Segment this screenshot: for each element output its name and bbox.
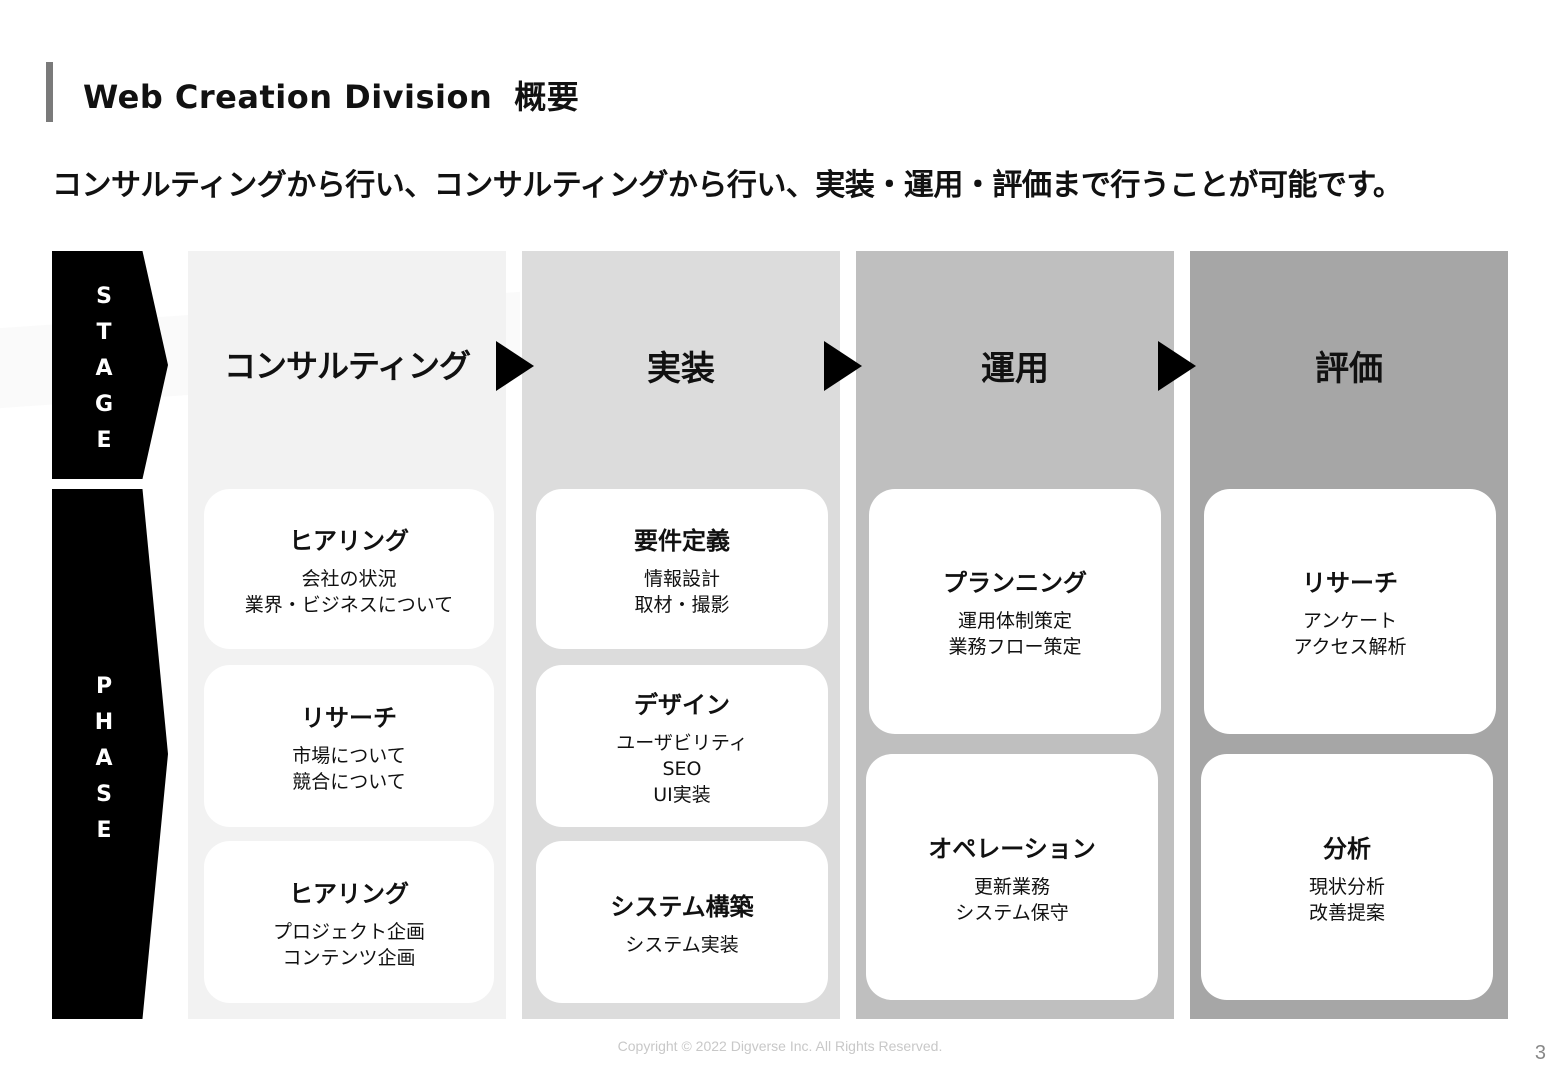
phase-letter: E <box>96 818 112 843</box>
copyright-footer: Copyright © 2022 Digverse Inc. All Right… <box>617 1038 943 1054</box>
stage-column-implementation: 実装 要件定義 情報設計 取材・撮影 デザイン ユーザビリティ SEO UI実装… <box>522 251 840 1019</box>
stage-title: 実装 <box>647 349 715 389</box>
title-accent-bar <box>46 62 53 122</box>
page-subtitle: コンサルティングから行い、コンサルティングから行い、実装・運用・評価まで行うこと… <box>52 168 1403 203</box>
page-title-jp: 概要 <box>514 78 580 116</box>
card-heading: オペレーション <box>928 834 1096 863</box>
phase-letter: P <box>95 674 113 699</box>
card-heading: 分析 <box>1323 834 1371 863</box>
card-heading: デザイン <box>634 690 730 719</box>
card-line: 業務フロー策定 <box>948 636 1082 658</box>
phase-card: オペレーション 更新業務 システム保守 <box>866 754 1158 1000</box>
card-line: プロジェクト企画 <box>272 920 425 943</box>
stage-title: 評価 <box>1315 349 1383 389</box>
arrow-right-icon <box>496 341 534 391</box>
card-line: 改善提案 <box>1308 901 1385 924</box>
page-title-en: Web Creation Division <box>83 78 493 116</box>
stage-label: S T A G E <box>52 251 168 479</box>
phase-card: プランニング 運用体制策定 業務フロー策定 <box>869 489 1161 734</box>
arrow-right-icon <box>1158 341 1196 391</box>
card-line: システム実装 <box>625 933 739 956</box>
phase-card: システム構築 システム実装 <box>536 841 828 1003</box>
phase-card: 分析 現状分析 改善提案 <box>1201 754 1493 1000</box>
arrow-right-icon <box>824 341 862 391</box>
phase-card: ヒアリング 会社の状況 業界・ビジネスについて <box>204 489 494 649</box>
stage-letter: A <box>95 356 113 381</box>
phase-letter: S <box>96 782 112 807</box>
card-line: システム保守 <box>955 901 1069 924</box>
card-line: 業界・ビジネスについて <box>244 593 454 616</box>
card-line: 情報設計 <box>643 567 720 590</box>
stage-column-consulting: コンサルティング ヒアリング 会社の状況 業界・ビジネスについて リサーチ 市場… <box>188 251 506 1019</box>
card-heading: 要件定義 <box>634 526 730 555</box>
card-line: 取材・撮影 <box>634 593 730 616</box>
card-line: アクセス解析 <box>1293 636 1407 658</box>
card-line: 現状分析 <box>1308 875 1385 898</box>
stage-column-evaluation: 評価 リサーチ アンケート アクセス解析 分析 現状分析 改善提案 <box>1190 251 1508 1019</box>
stage-letter: T <box>96 320 112 345</box>
stage-title: 運用 <box>981 349 1049 389</box>
card-heading: システム構築 <box>610 892 754 921</box>
stage-letter: G <box>94 392 114 417</box>
card-heading: ヒアリング <box>289 879 409 908</box>
card-heading: リサーチ <box>301 703 397 732</box>
stage-letter: S <box>96 284 112 309</box>
page-title: Web Creation Division 概要 <box>83 72 579 118</box>
stage-title: コンサルティング <box>223 347 471 385</box>
card-line: UI実装 <box>653 783 711 806</box>
phase-card: リサーチ アンケート アクセス解析 <box>1204 489 1496 734</box>
card-line: ユーザビリティ <box>616 731 748 754</box>
card-line: 更新業務 <box>973 875 1050 898</box>
card-line: コンテンツ企画 <box>282 946 416 969</box>
phase-card: 要件定義 情報設計 取材・撮影 <box>536 489 828 649</box>
phase-label: P H A S E <box>52 489 168 1019</box>
card-line: 運用体制策定 <box>957 610 1072 632</box>
phase-card: リサーチ 市場について 競合について <box>204 665 494 827</box>
card-line: 会社の状況 <box>301 567 397 590</box>
stage-column-operation: 運用 プランニング 運用体制策定 業務フロー策定 オペレーション 更新業務 シス… <box>856 251 1174 1019</box>
card-heading: ヒアリング <box>289 526 409 555</box>
page-number: 3 <box>1534 1042 1546 1064</box>
card-line: 市場について <box>292 744 406 767</box>
card-heading: リサーチ <box>1302 569 1398 597</box>
phase-card: ヒアリング プロジェクト企画 コンテンツ企画 <box>204 841 494 1003</box>
card-line: アンケート <box>1302 610 1398 632</box>
phase-card: デザイン ユーザビリティ SEO UI実装 <box>536 665 828 827</box>
phase-letter: H <box>94 710 114 735</box>
card-heading: プランニング <box>943 569 1087 597</box>
stage-letter: E <box>96 428 112 453</box>
card-line: SEO <box>662 757 702 780</box>
card-line: 競合について <box>292 770 406 793</box>
phase-letter: A <box>95 746 113 771</box>
